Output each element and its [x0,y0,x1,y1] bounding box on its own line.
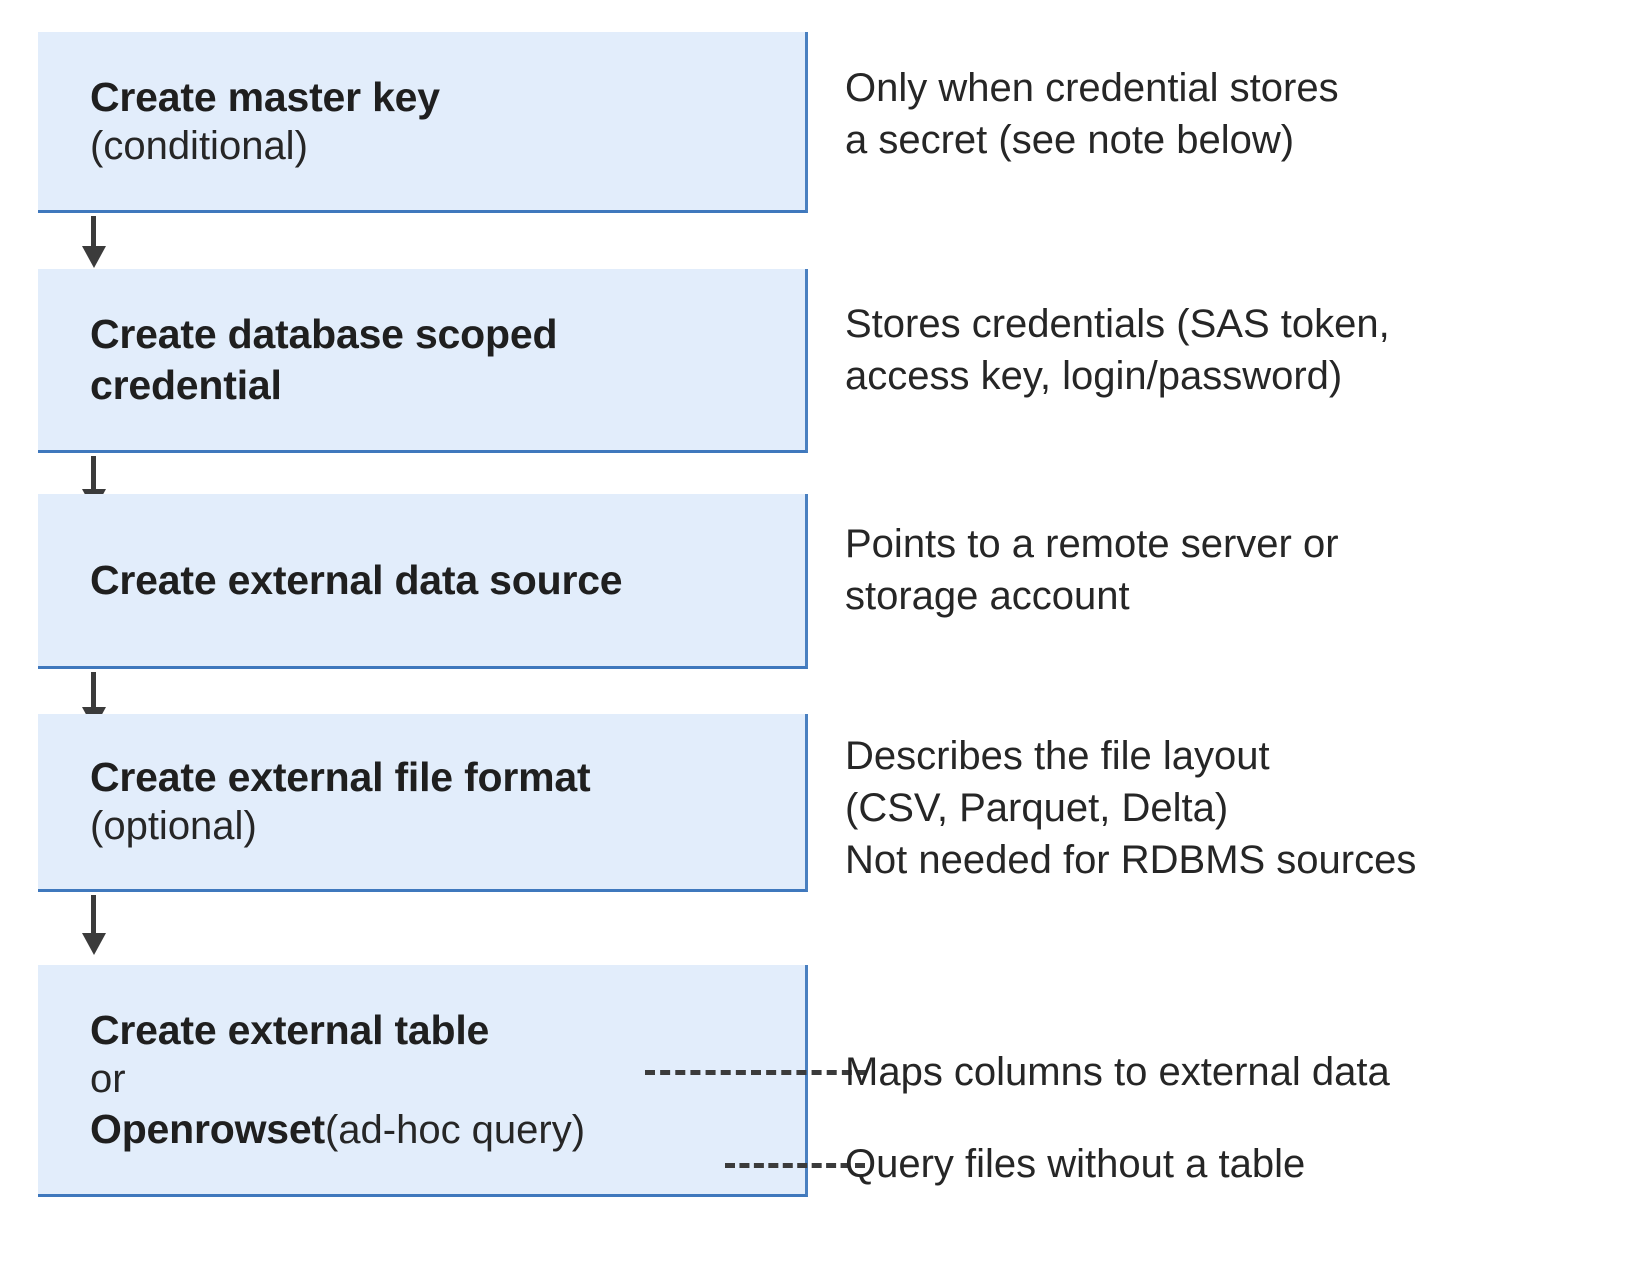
dashed-connector-external-table [645,1070,867,1075]
step-title: Create master key [90,73,440,120]
note-openrowset: Query files without a table [845,1142,1306,1186]
step-title: Create external data source [90,556,623,603]
note-create-external-table: Maps columns to external data [845,1050,1390,1094]
note-create-database-scoped-credential: Stores credentials (SAS token, access ke… [845,302,1390,398]
step-subtitle: (conditional) [90,123,308,168]
step-subtitle: (optional) [90,804,257,849]
note-create-external-file-format: Describes the file layout (CSV, Parquet,… [845,734,1417,882]
arrow-down-icon-1 [82,216,106,268]
note-create-external-data-source: Points to a remote server or storage acc… [845,522,1339,618]
note-create-master-key: Only when credential stores a secret (se… [845,66,1339,162]
step-title: Create external table [90,1006,490,1053]
step-box-create-external-data-source[interactable]: Create external data source [38,494,808,669]
step-box-create-external-file-format[interactable]: Create external file format (optional) [38,714,808,892]
step-title-openrowset-qualifier: (ad-hoc query) [324,1107,586,1152]
step-box-create-external-table-or-openrowset[interactable]: Create external table or Openrowset (ad-… [38,965,808,1197]
step-title: Create external file format [90,754,591,801]
step-box-create-database-scoped-credential[interactable]: Create database scoped credential [38,269,808,453]
step-title: Create database scoped credential [90,311,558,408]
step-alt-row: Openrowset (ad-hoc query) [90,1104,805,1155]
arrow-down-icon-4 [82,895,106,957]
step-or-label: or [90,1056,126,1101]
dashed-connector-openrowset [725,1163,865,1168]
step-title-openrowset: Openrowset [90,1105,325,1152]
step-box-create-master-key[interactable]: Create master key (conditional) [38,32,808,213]
